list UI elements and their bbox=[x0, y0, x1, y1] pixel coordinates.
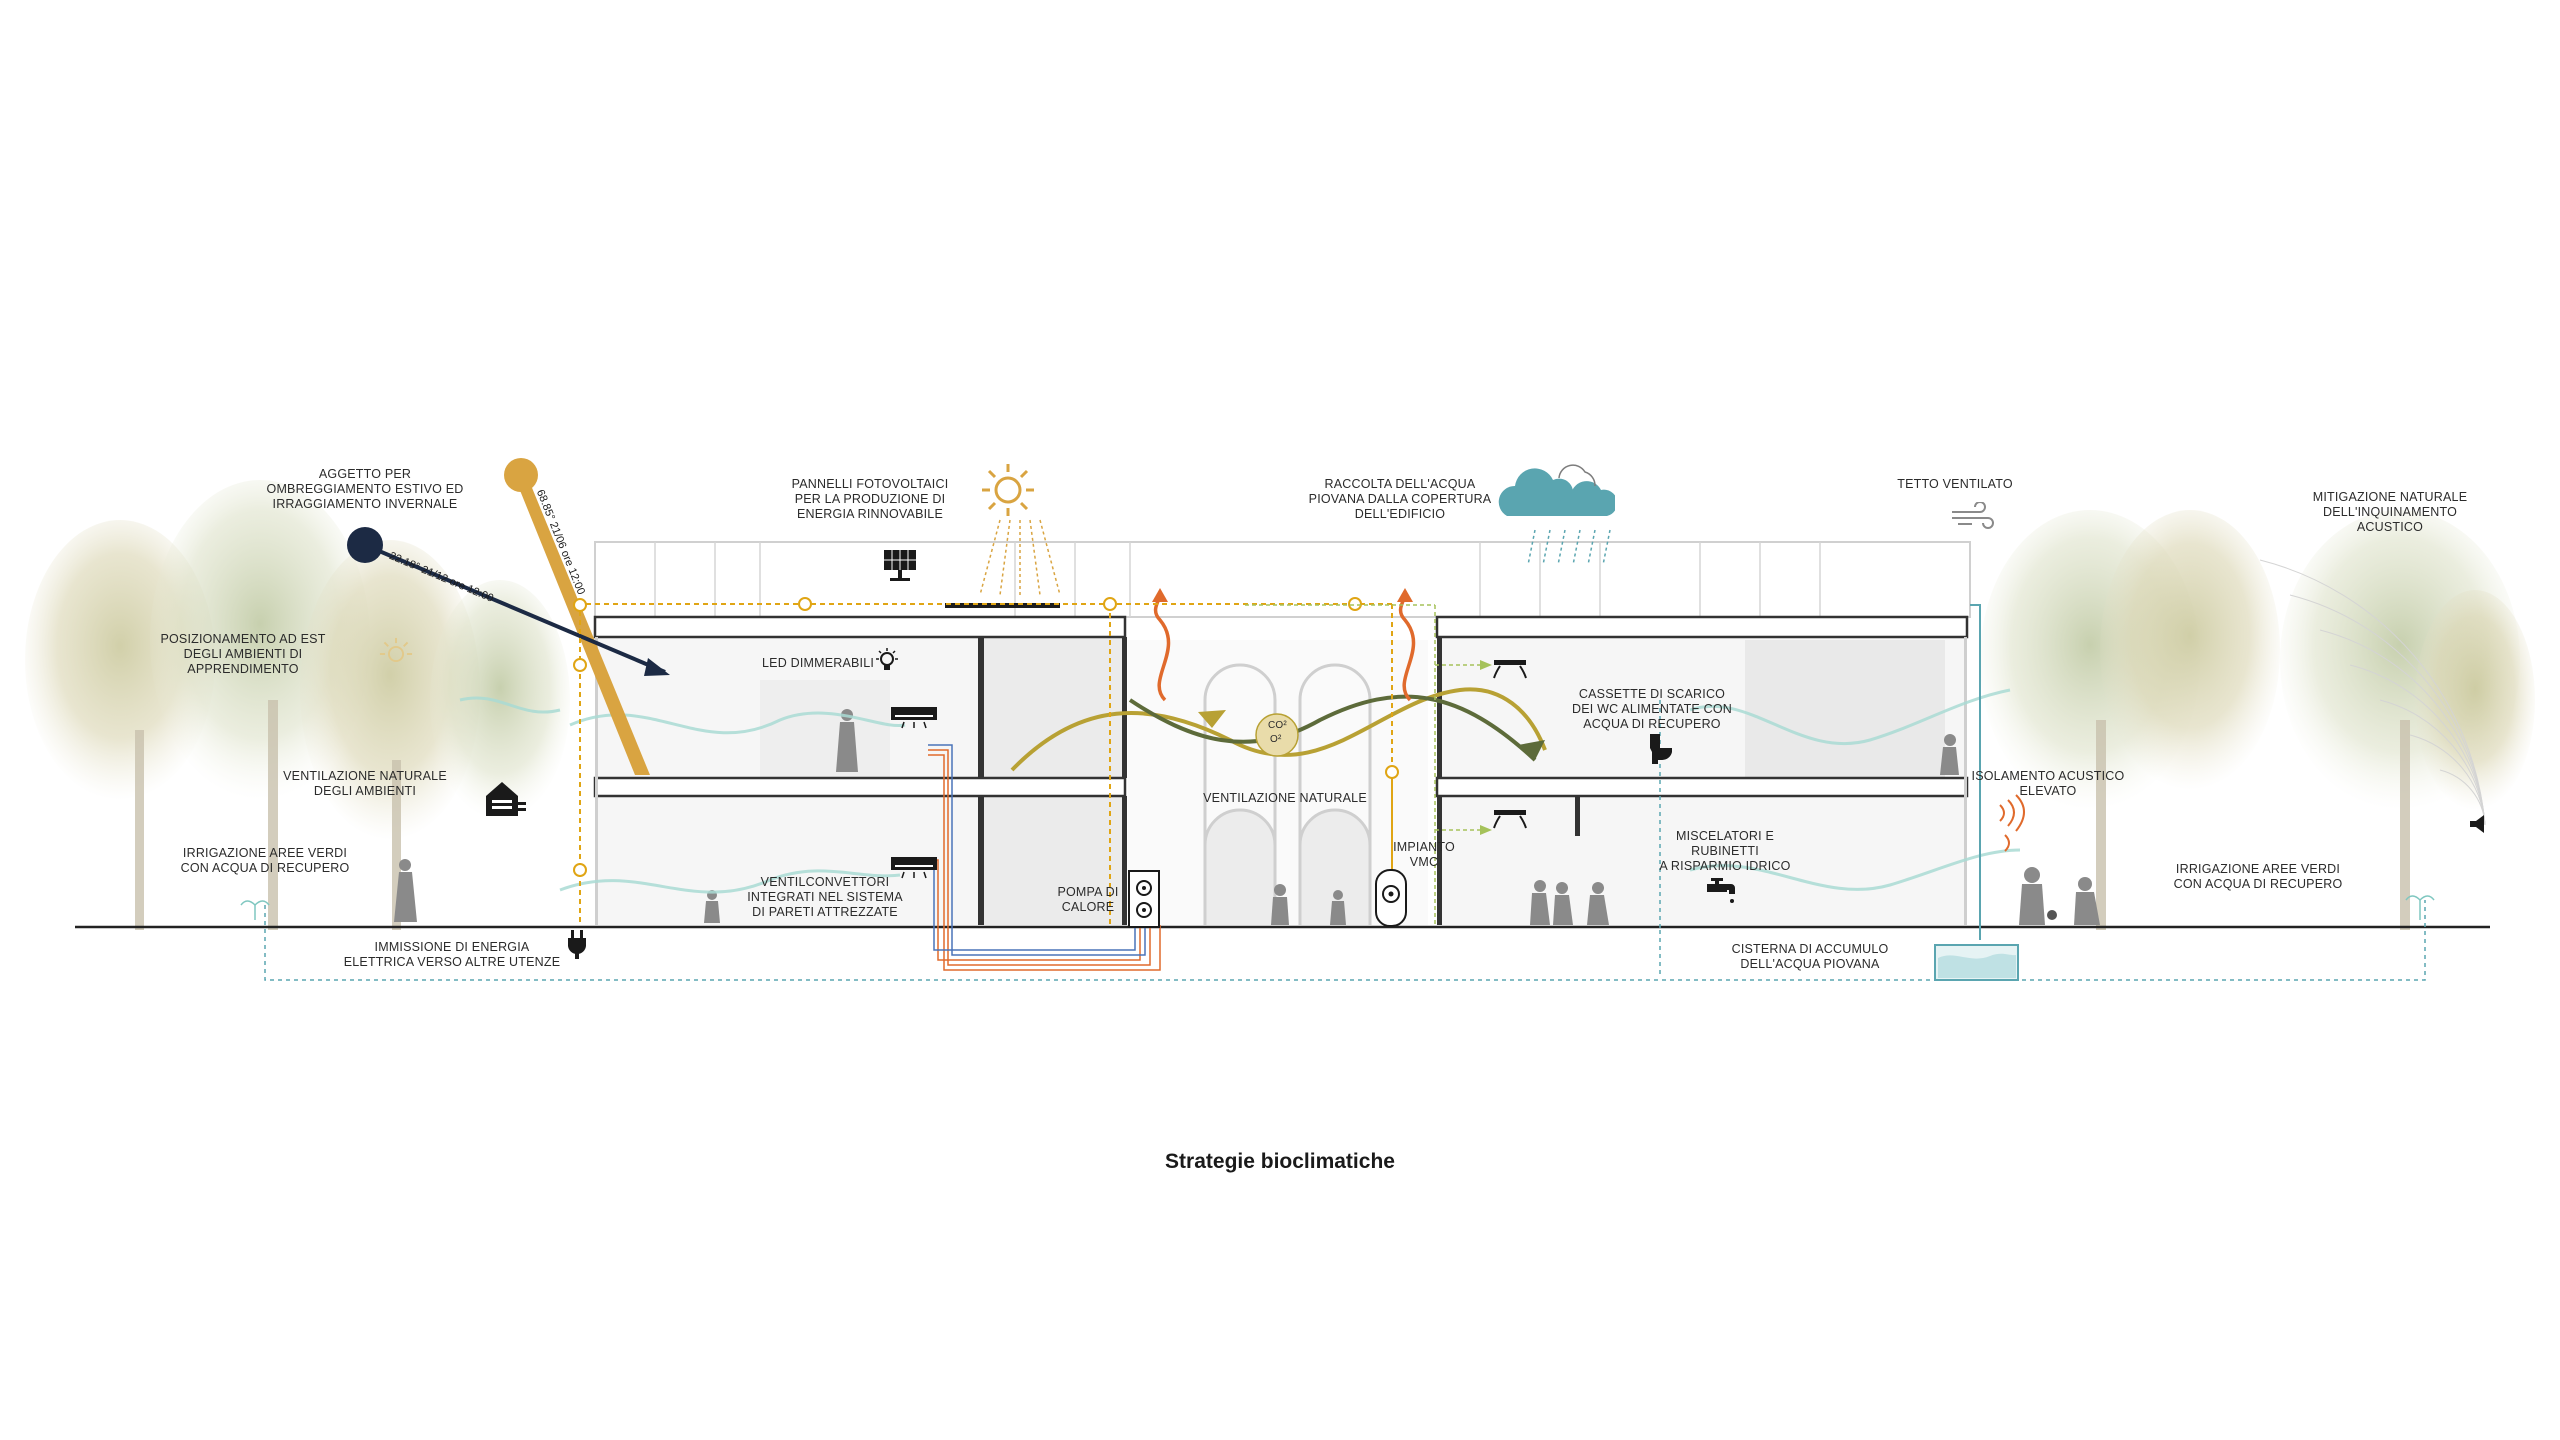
building bbox=[75, 541, 2490, 929]
heat-exhaust-flows bbox=[1152, 588, 1416, 702]
storage-house-icon bbox=[486, 782, 526, 816]
sun-rays bbox=[979, 519, 1061, 596]
label-mitigazione: MITIGAZIONE NATURALE DELL'INQUINAMENTO A… bbox=[2312, 490, 2468, 534]
energy-nodes bbox=[573, 597, 1399, 877]
label-vent-naturale: VENTILAZIONE NATURALE bbox=[1203, 791, 1367, 805]
roof-solar-strip bbox=[945, 603, 1060, 608]
label-impianto: IMPIANTO VMC bbox=[1393, 840, 1455, 869]
label-cisterna: CISTERNA DI ACCUMULO DELL'ACQUA PIOVANA bbox=[1731, 942, 1889, 971]
led-bulb-icon bbox=[876, 648, 898, 670]
ceiling-diffuser-icon bbox=[1493, 810, 1527, 829]
label-aggetto: AGGETTO PER OMBREGGIAMENTO ESTIVO ED IRR… bbox=[266, 467, 464, 511]
co2-label: CO² bbox=[1268, 720, 1287, 731]
label-cassette: CASSETTE DI SCARICO DEI WC ALIMENTATE CO… bbox=[1572, 687, 1732, 731]
ceiling-diffuser-icon bbox=[1493, 660, 1527, 679]
label-pannelli: PANNELLI FOTOVOLTAICI PER LA PRODUZIONE … bbox=[791, 477, 949, 521]
label-ventilconvettori: VENTILCONVETTORI INTEGRATI NEL SISTEMA D… bbox=[747, 875, 903, 919]
acoustic-wave-arcs bbox=[2259, 559, 2486, 826]
air-conditioner-icon bbox=[891, 857, 937, 879]
vmc-unit-icon bbox=[1375, 869, 1407, 927]
label-led: LED DIMMERABILI bbox=[762, 656, 875, 670]
figure-caption: Strategie bioclimatiche bbox=[1165, 1150, 1395, 1173]
winter-sun-marker bbox=[347, 527, 383, 563]
summer-sun-marker bbox=[504, 458, 538, 492]
speaker-icon bbox=[2470, 815, 2484, 833]
label-irrigazione-sx: IRRIGAZIONE AREE VERDI CON ACQUA DI RECU… bbox=[180, 846, 350, 875]
label-vent-ambienti: VENTILAZIONE NATURALE DEGLI AMBIENTI bbox=[283, 769, 447, 798]
sprinklers bbox=[240, 895, 2435, 920]
sun-icon bbox=[379, 637, 413, 663]
label-pompa: POMPA DI CALORE bbox=[1057, 885, 1119, 914]
air-conditioner-icon bbox=[891, 707, 937, 729]
rain-cloud-icon bbox=[1498, 464, 1615, 516]
label-raccolta: RACCOLTA DELL'ACQUA PIOVANA DALLA COPERT… bbox=[1308, 477, 1492, 521]
natural-ventilation-wave bbox=[1010, 687, 1547, 772]
air-flow-lines bbox=[459, 688, 2021, 894]
label-isolamento: ISOLAMENTO ACUSTICO ELEVATO bbox=[1971, 769, 2125, 798]
trees-left bbox=[25, 480, 570, 930]
sun-angle-beams bbox=[347, 458, 670, 775]
hvac-pipes bbox=[928, 744, 1161, 971]
o2-label: O² bbox=[1270, 734, 1282, 745]
label-irrigazione-dx: IRRIGAZIONE AREE VERDI CON ACQUA DI RECU… bbox=[2173, 862, 2343, 891]
label-posizionamento: POSIZIONAMENTO AD EST DEGLI AMBIENTI DI … bbox=[160, 632, 326, 676]
faucet-icon bbox=[1707, 878, 1735, 903]
wind-icon bbox=[1952, 502, 1994, 529]
people-silhouettes bbox=[394, 709, 2100, 925]
sound-waves bbox=[1999, 794, 2025, 852]
plug-icon bbox=[568, 930, 586, 959]
sun-icon bbox=[982, 464, 1034, 516]
solar-panel-icon bbox=[884, 550, 916, 581]
trees-right bbox=[1980, 510, 2535, 930]
label-tetto: TETTO VENTILATO bbox=[1897, 477, 2013, 491]
air-exchange-bubble bbox=[1255, 713, 1299, 757]
heat-pump-icon bbox=[1128, 870, 1160, 928]
label-immissione: IMMISSIONE DI ENERGIA ELETTRICA VERSO AL… bbox=[343, 940, 561, 969]
water-lines bbox=[264, 604, 2426, 981]
rainwater-cistern bbox=[1934, 944, 2019, 981]
label-miscelatori: MISCELATORI E RUBINETTI A RISPARMIO IDRI… bbox=[1659, 829, 1791, 873]
toilet-icon bbox=[1650, 734, 1672, 764]
